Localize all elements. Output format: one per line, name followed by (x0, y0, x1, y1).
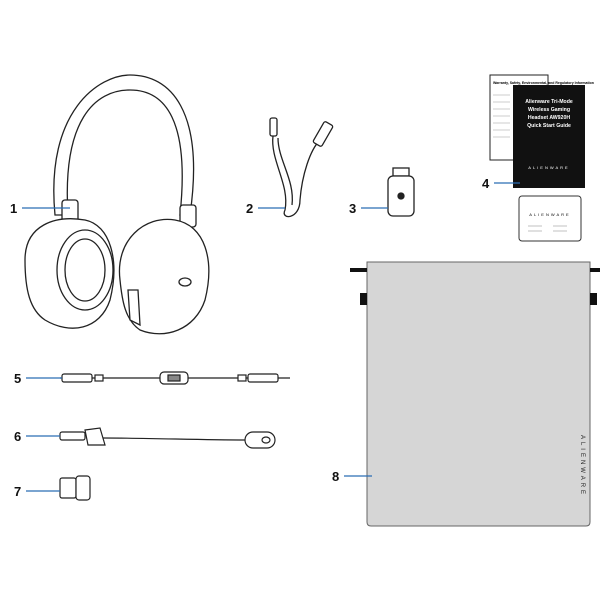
callout-6: 6 (14, 429, 21, 444)
callout-lines (22, 182, 520, 492)
guide-title-line-3: Headset AW920H (528, 115, 570, 121)
pouch-brand: ALIENWARE (579, 435, 585, 497)
guide-title-line-4: Quick Start Guide (527, 123, 571, 129)
usb-c-cable (269, 117, 334, 218)
pouch: ALIENWARE (350, 261, 600, 527)
guide-title-line-1: Alienware Tri-Mode (525, 99, 573, 105)
usb-adapter (59, 475, 91, 501)
audio-cable (60, 371, 290, 385)
callout-7: 7 (14, 484, 21, 499)
callout-3: 3 (349, 201, 356, 216)
card-brand: ALIENWARE (529, 212, 570, 217)
callout-1: 1 (10, 201, 17, 216)
guide-title-line-2: Wireless Gaming (528, 107, 570, 113)
callout-5: 5 (14, 371, 21, 386)
headset (24, 74, 210, 335)
documents: Warranty, Safety, Environmental, and Reg… (489, 74, 594, 242)
detachable-microphone (59, 427, 276, 449)
callout-2: 2 (246, 201, 253, 216)
callout-8: 8 (332, 469, 339, 484)
callout-4: 4 (482, 176, 490, 191)
usb-dongle (387, 167, 415, 217)
guide-brand: ALIENWARE (528, 165, 569, 170)
warranty-title: Warranty, Safety, Environmental, and Reg… (493, 81, 594, 85)
